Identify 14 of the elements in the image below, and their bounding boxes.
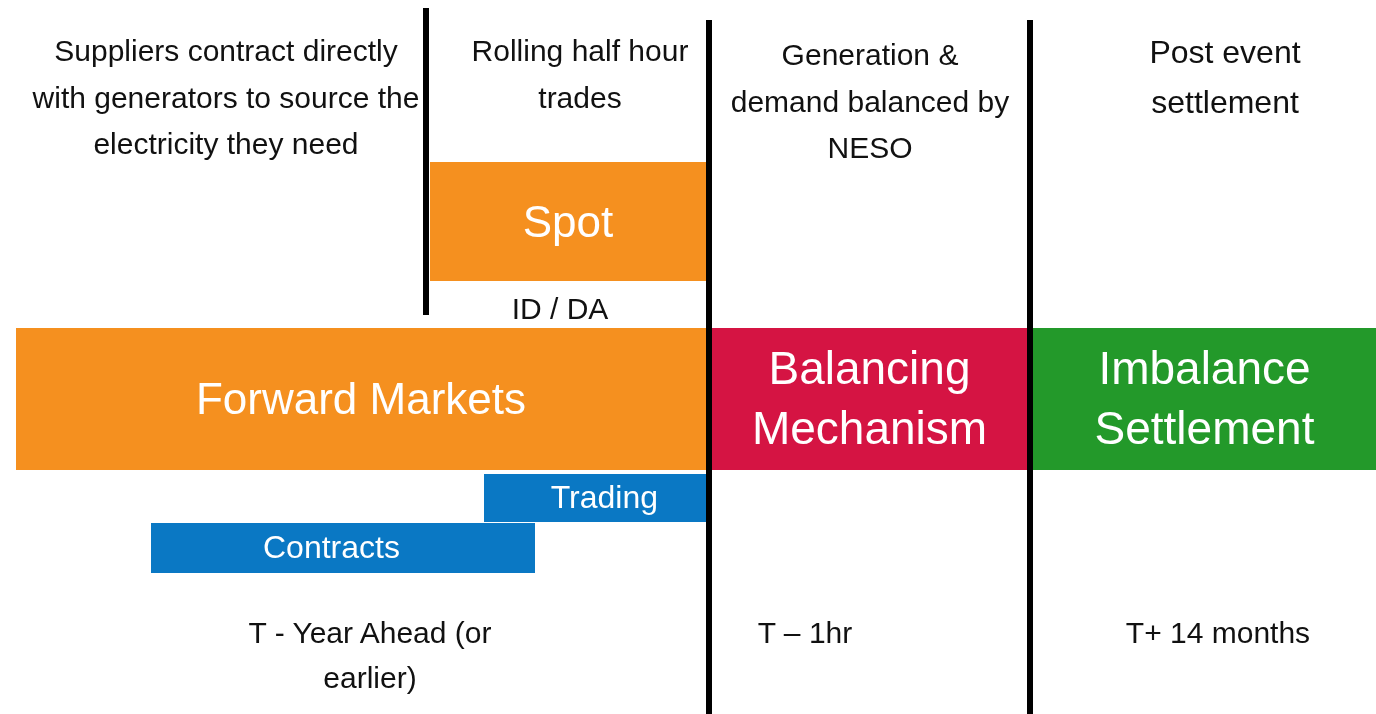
trading-bar: Trading: [484, 474, 706, 522]
timing-label: T - Year Ahead (or earlier): [247, 615, 493, 696]
forward-markets-bar: Forward Markets: [16, 328, 706, 470]
timing-label: T – 1hr: [756, 615, 854, 651]
spot-bar: Spot: [430, 162, 706, 281]
timing-label: T+ 14 months: [1124, 615, 1312, 651]
description-text: Suppliers contract directly with generators to source the electricity they need: [31, 33, 421, 162]
market-label: ID / DA: [510, 291, 610, 327]
description-text: Rolling half hour trades: [470, 33, 690, 116]
balancing-mechanism-bar: Balancing Mechanism: [712, 328, 1027, 470]
contracts-bar: Contracts: [151, 523, 535, 573]
imbalance-settlement-bar: Imbalance Settlement: [1033, 328, 1376, 470]
description-text: Post event settlement: [1148, 33, 1302, 122]
description-text: Generation & demand balanced by NESO: [730, 37, 1010, 166]
